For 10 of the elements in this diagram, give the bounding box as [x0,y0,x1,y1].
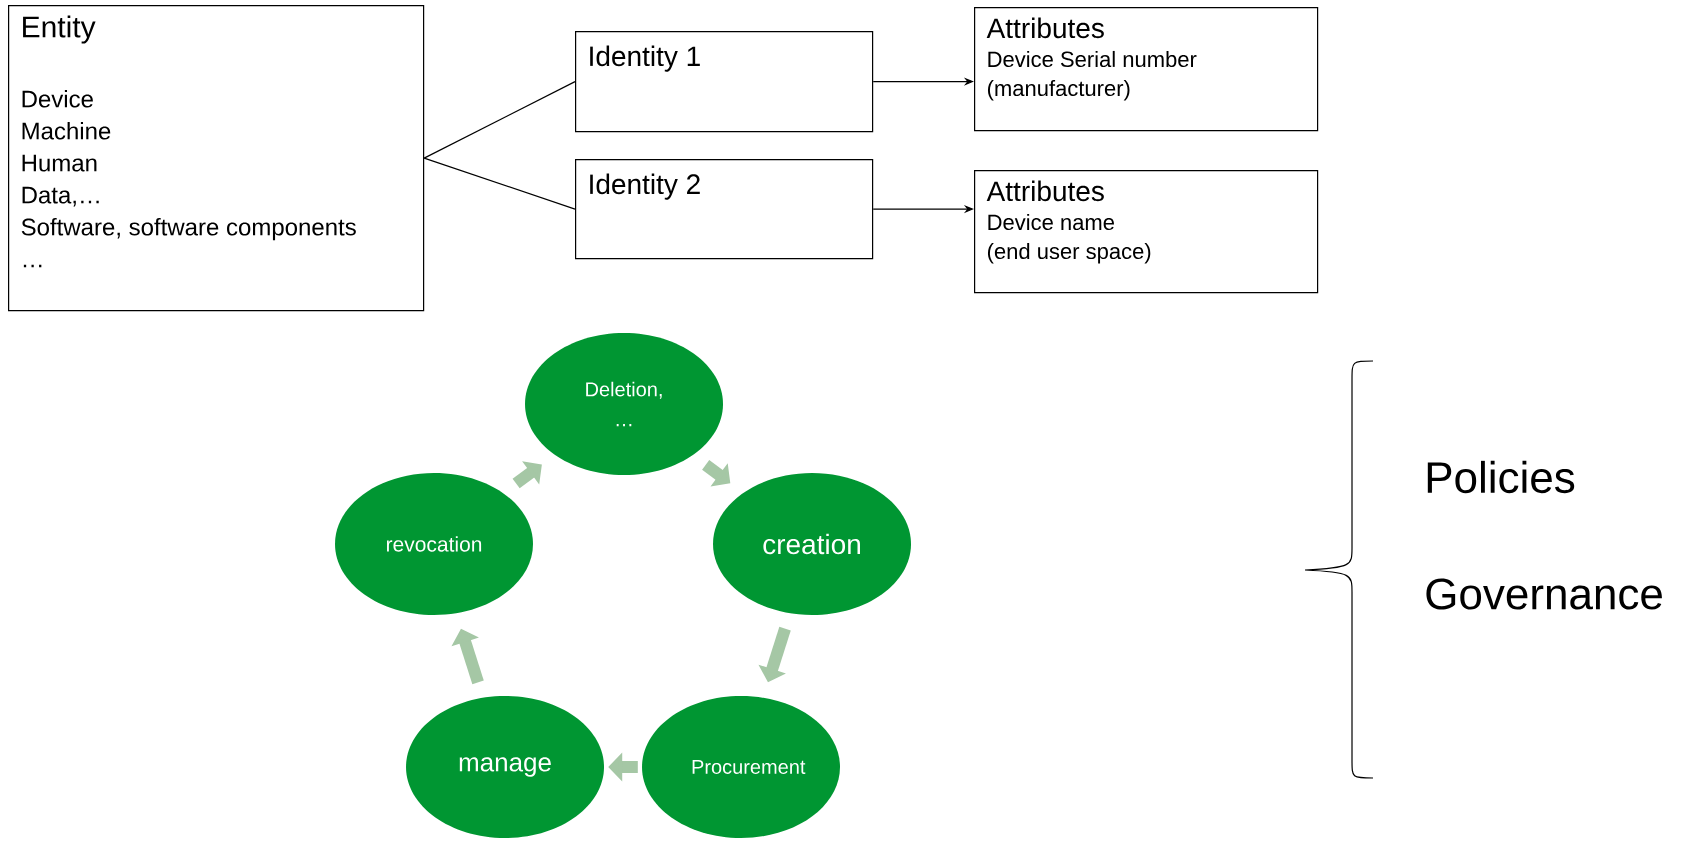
block-arrow [512,461,542,489]
text-box: Entity Device Machine Human Data,… Software, software components … [8,5,425,312]
side-label: Governance [1426,578,1662,610]
text-box: Identity 2 [575,159,874,260]
text-box: Attributes Device Serial number (manufacturer) [974,7,1319,132]
text-box: Identity 1 [575,31,874,133]
connector-line [423,157,576,210]
side-label: Policies [1427,460,1575,494]
text-box: Attributes Device name (end user space) [974,170,1319,294]
connector-line [423,81,576,159]
